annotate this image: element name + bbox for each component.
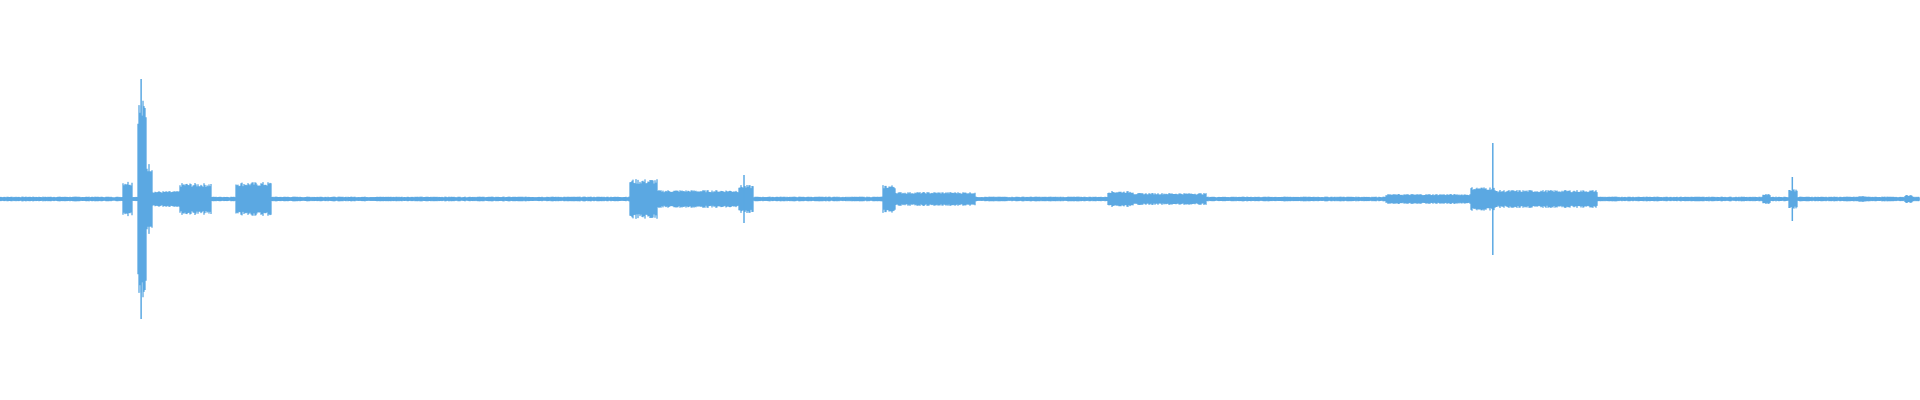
waveform-trace (0, 100, 1920, 298)
